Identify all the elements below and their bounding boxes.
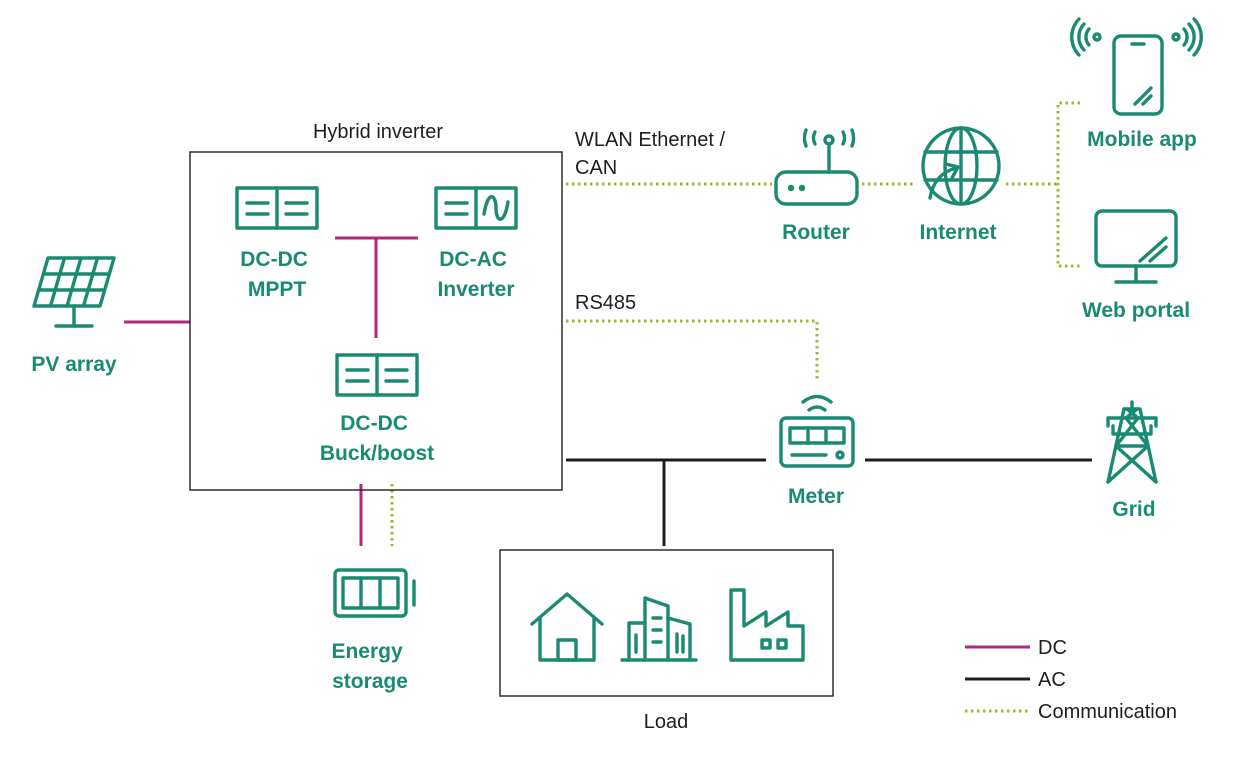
dcdc-mppt-icon: [235, 186, 319, 230]
power-tower-icon: [1106, 400, 1158, 484]
dcac-inverter-icon: [434, 186, 518, 230]
legend-label-dc: DC: [1038, 637, 1067, 659]
dcac-inverter-label: DC-AC Inverter: [437, 248, 514, 301]
dcdc-buckboost-icon: [335, 353, 419, 397]
office-building-icon: [620, 596, 698, 662]
wlan-link-label: WLAN Ethernet / CAN: [575, 129, 731, 179]
battery-icon: [333, 568, 416, 618]
legend-label-ac: AC: [1038, 669, 1066, 691]
dcdc-mppt-label: DC-DC MPPT: [240, 248, 314, 301]
smartphone-icon: [1112, 34, 1164, 116]
meter-label: Meter: [788, 485, 844, 508]
house-icon: [530, 592, 604, 662]
monitor-icon: [1094, 209, 1178, 284]
hybrid-inverter-label: Hybrid inverter: [313, 121, 443, 143]
router-icon: [774, 128, 859, 206]
energy-storage-label: Energy storage: [331, 640, 408, 693]
internet-label: Internet: [919, 221, 996, 244]
router-label: Router: [782, 221, 850, 244]
rs485-link-label: RS485: [575, 292, 636, 314]
web-portal-label: Web portal: [1082, 299, 1190, 322]
grid-label: Grid: [1112, 498, 1155, 521]
wireless-signal-right-icon: [1171, 17, 1203, 57]
comm-line-rs485: [566, 319, 819, 380]
load-label: Load: [644, 711, 689, 733]
pv-array-label: PV array: [31, 353, 117, 376]
solar-panel-icon: [32, 256, 116, 328]
globe-icon: [921, 126, 1001, 206]
hybrid-inverter-box: [189, 151, 563, 491]
legend: DC AC Communication: [965, 637, 1177, 723]
factory-icon: [729, 588, 805, 662]
connections: [124, 101, 1092, 546]
wireless-signal-left-icon: [1070, 17, 1102, 57]
legend-label-communication: Communication: [1038, 701, 1177, 723]
dcdc-buckboost-label: DC-DC Buck/boost: [320, 412, 434, 465]
load-box: [499, 549, 834, 697]
comm-line-branch-vertical: [1056, 101, 1080, 268]
meter-icon: [779, 394, 855, 468]
mobile-app-label: Mobile app: [1087, 128, 1197, 151]
